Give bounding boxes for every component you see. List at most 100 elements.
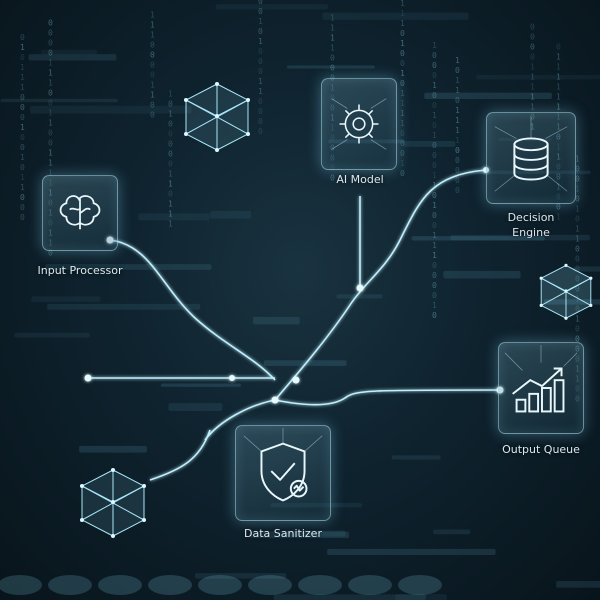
background-binary-digit: 0	[455, 156, 460, 165]
background-binary-digit: 1	[168, 110, 173, 119]
background-binary-digit: 0	[168, 120, 173, 129]
background-binary-digit: 1	[48, 228, 53, 237]
background-binary-digit: 0	[575, 275, 580, 284]
background-binary-digit: 1	[150, 20, 155, 29]
background-binary-digit: 1	[20, 153, 25, 162]
background-binary-digit: 1	[556, 153, 561, 162]
output-queue-node[interactable]	[498, 342, 584, 434]
background-binary-digit: 1	[48, 108, 53, 117]
background-binary-digit: 1	[258, 77, 263, 86]
background-binary-digit: 0	[575, 325, 580, 334]
background-binary-digit: 1	[400, 69, 405, 78]
background-binary-digit: 1	[168, 210, 173, 219]
background-streak	[210, 211, 252, 219]
decision-engine-label: Decision Engine	[486, 210, 576, 240]
background-binary-digit: 0	[258, 127, 263, 136]
background-binary-digit: 0	[20, 33, 25, 42]
background-binary-digit: 0	[575, 395, 580, 404]
background-streak	[41, 49, 98, 55]
background-binary-digit: 1	[556, 113, 561, 122]
background-binary-digit: 1	[432, 41, 437, 50]
background-binary-digit: 0	[330, 173, 335, 182]
background-binary-digit: 0	[150, 110, 155, 119]
background-binary-digit: 0	[330, 103, 335, 112]
background-binary-digit: 0	[455, 66, 460, 75]
background-binary-digit: 0	[20, 53, 25, 62]
background-binary-digit: 1	[455, 116, 460, 125]
background-streak	[0, 98, 118, 103]
wire-sanitizer-to-cube	[149, 429, 211, 481]
wire-node-dot	[356, 284, 364, 292]
background-binary-digit: 1	[400, 9, 405, 18]
background-binary-digit: 0	[330, 143, 335, 152]
background-binary-digit: 0	[556, 133, 561, 142]
background-binary-digit: 0	[530, 33, 535, 42]
background-streak	[450, 234, 590, 241]
background-binary-digit: 0	[48, 48, 53, 57]
background-binary-digit: 0	[48, 88, 53, 97]
background-binary-digit: 0	[530, 53, 535, 62]
input-processor-node[interactable]	[42, 175, 118, 251]
background-binary-digit: 1	[556, 123, 561, 132]
background-binary-digit: 0	[530, 113, 535, 122]
background-binary-digit: 0	[455, 186, 460, 195]
background-streak	[433, 529, 471, 535]
decision-engine-node[interactable]	[486, 112, 576, 204]
wire-hub-to-sanitizer	[204, 399, 276, 441]
background-binary-digit: 1	[20, 123, 25, 132]
background-binary-digit: 1	[258, 17, 263, 26]
background-binary-digit: 0	[20, 213, 25, 222]
data-sanitizer-node[interactable]	[235, 425, 331, 521]
background-binary-digit: 0	[258, 97, 263, 106]
ai-model-node[interactable]	[321, 78, 397, 170]
background-binary-digit: 0	[432, 151, 437, 160]
background-binary-digit: 1	[575, 315, 580, 324]
background-binary-digit: 1	[556, 183, 561, 192]
background-binary-digit: 0	[168, 150, 173, 159]
background-binary-digit: 1	[48, 158, 53, 167]
background-binary-digit: 0	[168, 160, 173, 169]
background-binary-digit: 1	[48, 148, 53, 157]
background-floor-tile	[348, 575, 392, 595]
wire-node-dot	[229, 375, 235, 381]
background-binary-digit: 0	[432, 71, 437, 80]
background-binary-digit: 0	[330, 133, 335, 142]
background-binary-digit: 0	[455, 176, 460, 185]
background-binary-digit: 0	[575, 335, 580, 344]
background-binary-digit: 0	[258, 107, 263, 116]
background-binary-digit: 0	[556, 193, 561, 202]
background-streak	[468, 170, 591, 175]
background-binary-digit: 0	[432, 261, 437, 270]
background-binary-digit: 1	[455, 56, 460, 65]
background-binary-digit: 0	[48, 18, 53, 27]
background-binary-digit: 1	[150, 10, 155, 19]
background-binary-digit: 1	[530, 83, 535, 92]
background-binary-digit: 1	[575, 365, 580, 374]
background-binary-digit: 0	[575, 355, 580, 364]
background-binary-digit: 0	[432, 281, 437, 290]
background-binary-digit: 1	[556, 73, 561, 82]
background-binary-digit: 0	[455, 146, 460, 155]
wire-node-dot	[271, 396, 279, 404]
background-binary-digit: 0	[48, 248, 53, 257]
background-binary-digit: 0	[330, 93, 335, 102]
background-streak	[215, 4, 328, 10]
wire-input-to-hub	[109, 239, 276, 381]
background-binary-digit: 1	[168, 180, 173, 189]
background-binary-digit: 1	[20, 63, 25, 72]
background-binary-digit: 0	[575, 175, 580, 184]
background-binary-digit: 0	[432, 191, 437, 200]
background-binary-digit: 0	[400, 129, 405, 138]
bar-chart-icon	[504, 345, 578, 413]
background-binary-digit: 1	[330, 13, 335, 22]
background-streak	[31, 296, 101, 302]
background-binary-digit: 0	[432, 271, 437, 280]
background-streak	[322, 12, 469, 20]
background-binary-digit: 0	[48, 98, 53, 107]
output-queue-label: Output Queue	[502, 443, 580, 456]
background-binary-digit: 1	[400, 159, 405, 168]
background-binary-digit: 0	[150, 100, 155, 109]
background-binary-digit: 1	[432, 81, 437, 90]
background-binary-digit: 1	[330, 43, 335, 52]
